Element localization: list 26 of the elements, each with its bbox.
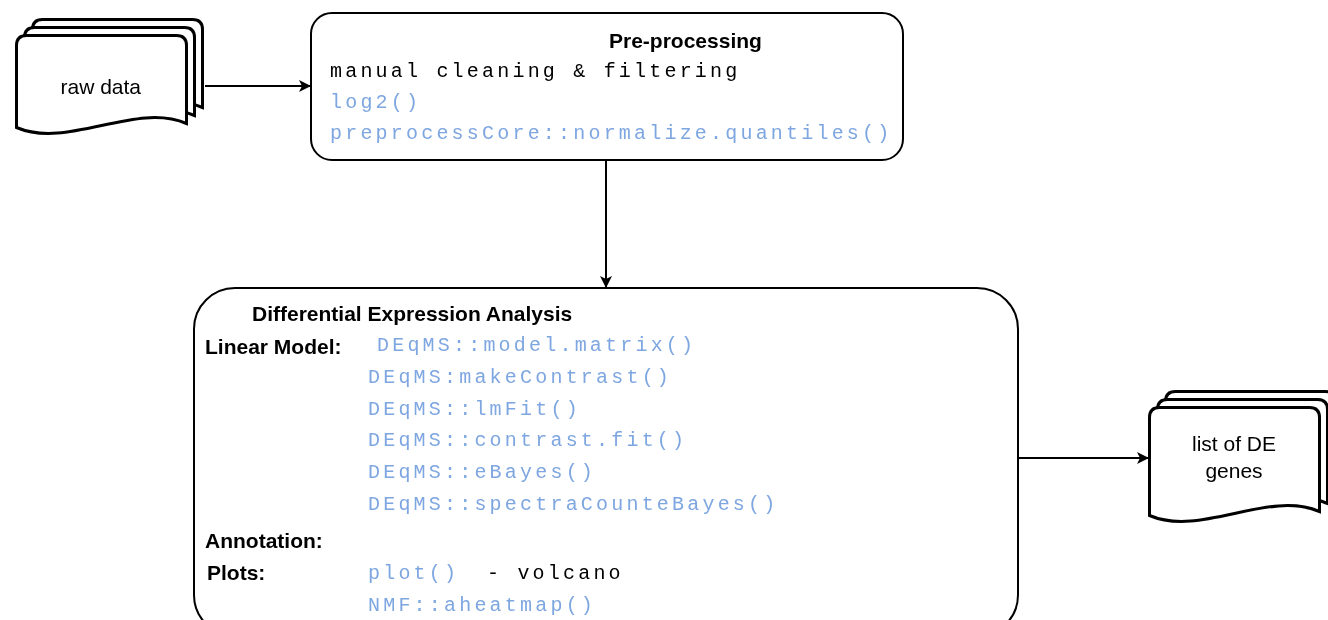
code-text: DEqMS::lmFit() (368, 398, 581, 422)
multi-document-shape (1148, 390, 1328, 526)
code-text: DEqMS::spectraCounteBayes() (368, 493, 779, 517)
arrow (600, 160, 612, 288)
node-label: raw data (60, 74, 142, 100)
arrow (204, 80, 311, 92)
code-text: NMF::aheatmap() (368, 594, 597, 618)
code-text: DEqMS::model.matrix() (377, 334, 697, 358)
code-text: DEqMS::eBayes() (368, 461, 597, 485)
code-text: log2() (330, 91, 422, 115)
process-box (310, 12, 904, 161)
arrow (1018, 452, 1149, 464)
code-text: DEqMS:makeContrast() (368, 366, 673, 390)
code-text: - volcano (487, 562, 624, 586)
code-text: preprocessCore::normalize.quantiles() (330, 122, 893, 146)
box-title: Differential Expression Analysis (252, 301, 573, 327)
process-box (193, 287, 1019, 620)
field-label: Plots: (207, 560, 266, 586)
code-text: DEqMS::contrast.fit() (368, 429, 688, 453)
node-label: list of DE genes (1191, 431, 1277, 484)
field-label: Linear Model: (205, 334, 342, 360)
code-text: plot() (368, 562, 460, 586)
multi-document-shape (15, 18, 205, 138)
code-text: manual cleaning & filtering (330, 60, 741, 84)
field-label: Annotation: (205, 528, 323, 554)
box-title: Pre-processing (609, 28, 762, 54)
